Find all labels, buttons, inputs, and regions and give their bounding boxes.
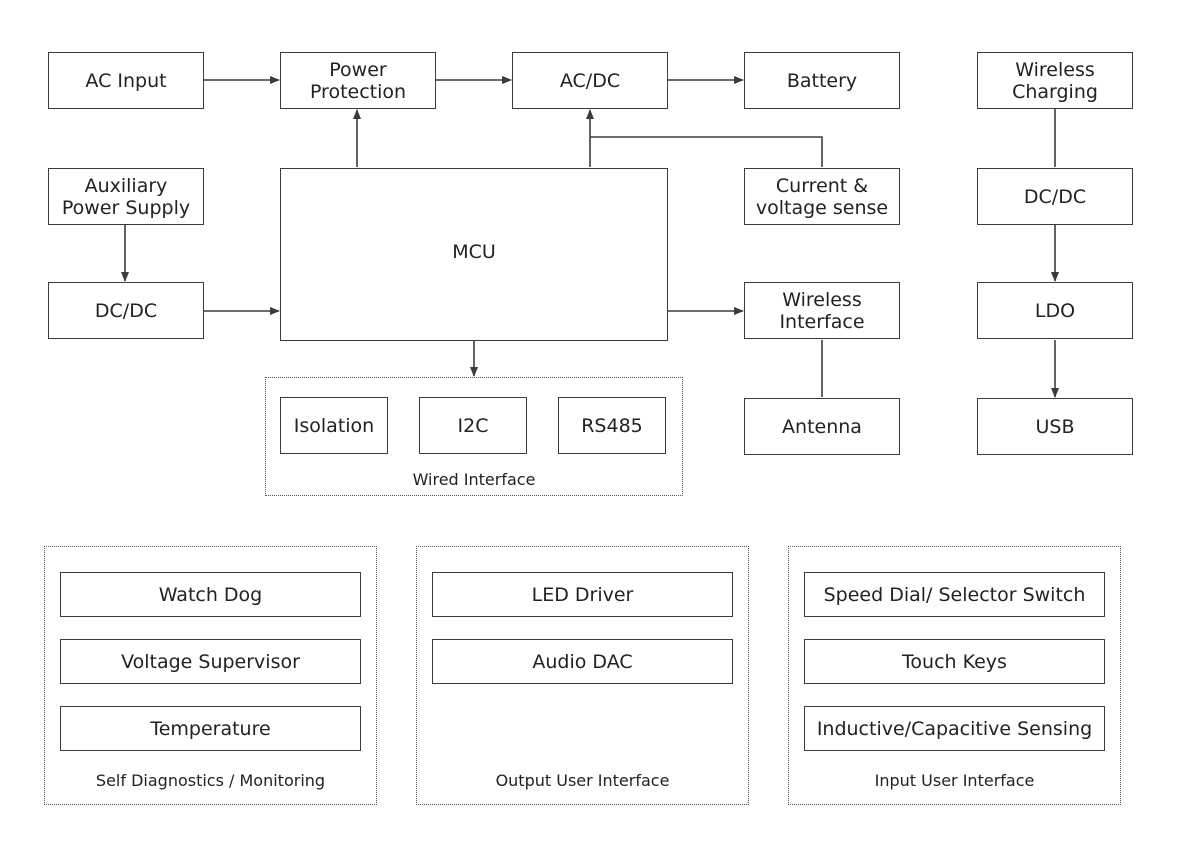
audio-dac-block: Audio DAC (432, 639, 733, 684)
mcu-block: MCU (280, 168, 668, 341)
dc-dc-right-block: DC/DC (977, 168, 1133, 225)
current-voltage-sense-block: Current & voltage sense (744, 168, 900, 225)
line-sense-to-acdc (590, 136, 823, 167)
voltage-supervisor-block: Voltage Supervisor (60, 639, 361, 684)
wireless-charging-block: Wireless Charging (977, 52, 1133, 109)
self-diagnostics-label: Self Diagnostics / Monitoring (95, 771, 326, 790)
ldo-block: LDO (977, 282, 1133, 339)
output-user-interface-group (416, 546, 749, 805)
touch-keys-block: Touch Keys (804, 639, 1105, 684)
watch-dog-block: Watch Dog (60, 572, 361, 617)
self-diagnostics-group (44, 546, 377, 805)
auxiliary-power-supply-block: Auxiliary Power Supply (48, 168, 204, 225)
isolation-block: Isolation (280, 397, 388, 454)
wired-interface-label: Wired Interface (412, 470, 536, 489)
dc-dc-left-block: DC/DC (48, 282, 204, 339)
power-protection-block: Power Protection (280, 52, 436, 109)
rs485-block: RS485 (558, 397, 666, 454)
wireless-interface-block: Wireless Interface (744, 282, 900, 339)
input-user-interface-group (788, 546, 1121, 805)
led-driver-block: LED Driver (432, 572, 733, 617)
ac-dc-block: AC/DC (512, 52, 668, 109)
input-user-interface-label: Input User Interface (874, 771, 1035, 790)
antenna-block: Antenna (744, 398, 900, 455)
ac-input-block: AC Input (48, 52, 204, 109)
i2c-block: I2C (419, 397, 527, 454)
temperature-block: Temperature (60, 706, 361, 751)
wired-interface-group (265, 377, 683, 496)
usb-block: USB (977, 398, 1133, 455)
battery-block: Battery (744, 52, 900, 109)
speed-dial-selector-block: Speed Dial/ Selector Switch (804, 572, 1105, 617)
output-user-interface-label: Output User Interface (495, 771, 670, 790)
inductive-capacitive-sensing-block: Inductive/Capacitive Sensing (804, 706, 1105, 751)
